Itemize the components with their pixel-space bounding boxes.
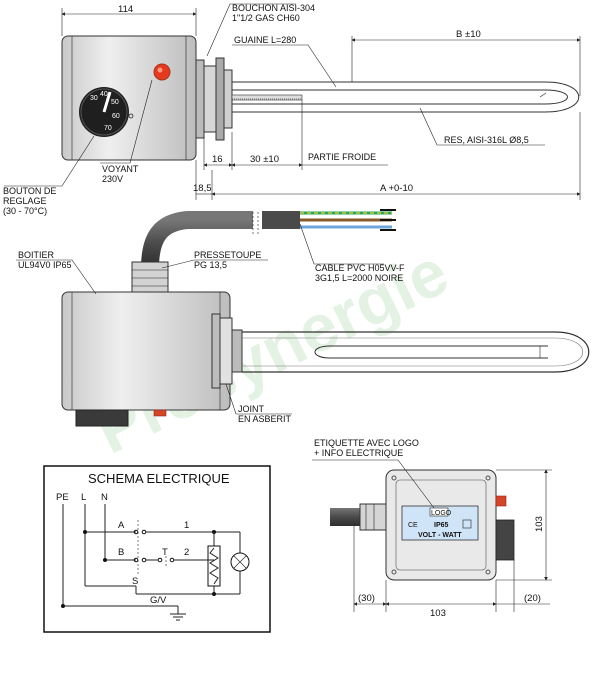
bouton-label-2: REGLAGE <box>3 196 47 206</box>
side-view: BOITIER UL94V0 IP65 PRESSETOUPE PG 13,5 … <box>16 206 590 427</box>
dim-103-horizontal: 103 <box>430 608 446 619</box>
thermostat-dial: 30 40 50 60 70 <box>79 87 129 137</box>
pressetoupe-label-2: PG 13,5 <box>194 260 227 270</box>
electrical-schema: SCHEMA ELECTRIQUE PE L N A B S T 1 2 <box>43 465 271 633</box>
dim-18-5: 18,5 <box>193 183 212 194</box>
cable <box>141 211 254 269</box>
volt-watt-text: VOLT - WATT <box>418 532 462 539</box>
guaine-label: GUAINE L=280 <box>234 35 296 45</box>
housing-side <box>61 291 231 411</box>
cable-label-2: 3G1,5 L=2000 NOIRE <box>315 273 403 283</box>
dial-mark-70: 70 <box>104 125 112 132</box>
etiquette-label-2: + INFO ELECTRIQUE <box>314 448 403 458</box>
heating-element <box>242 331 590 373</box>
schema-b: B <box>118 547 124 558</box>
schema-two: 2 <box>184 547 189 558</box>
a-dimension: A +0-10 <box>380 183 413 194</box>
top-view: 114 30 40 50 60 70 <box>3 3 581 216</box>
dim-30: 30 ±10 <box>250 154 279 165</box>
cable-label-1: CABLE PVC H05VV-F <box>315 263 405 273</box>
pressetoupe-label-1: PRESSETOUPE <box>194 250 261 260</box>
schema-gv: G/V <box>150 595 167 606</box>
boitier-label-1: BOITIER <box>18 250 55 260</box>
dim-20-box: (20) <box>524 593 541 604</box>
bouton-label-1: BOUTON DE <box>3 186 56 196</box>
bouchon-label-2: 1"1/2 GAS CH60 <box>232 13 300 23</box>
dial-mark-40: 40 <box>100 91 108 98</box>
b-dimension: B ±10 <box>456 29 481 40</box>
dial-mark-50: 50 <box>111 99 119 106</box>
schema-title: SCHEMA ELECTRIQUE <box>88 471 230 486</box>
partie-froide-label: PARTIE FROIDE <box>308 152 376 162</box>
res-label: RES, AISI-316L Ø8,5 <box>444 135 529 145</box>
voyant-light <box>153 63 171 81</box>
schema-one: 1 <box>184 520 189 531</box>
bouton-label-3: (30 - 70°C) <box>3 206 47 216</box>
joint-label-1: JOINT <box>238 404 265 414</box>
ip65-text: IP65 <box>434 522 449 529</box>
dim-103-vertical: 103 <box>534 516 545 532</box>
dial-mark-30: 30 <box>90 95 98 102</box>
bouchon-label-1: BOUCHON AISI-304 <box>232 3 315 13</box>
schema-t: T <box>162 547 168 558</box>
housing-top <box>61 35 197 161</box>
schema-l: L <box>81 492 86 503</box>
boitier-label-2: UL94V0 IP65 <box>18 260 72 270</box>
voyant-label-1: VOYANT <box>102 164 139 174</box>
schema-pe: PE <box>56 492 69 503</box>
schema-n: N <box>101 492 108 503</box>
etiquette-label-1: ETIQUETTE AVEC LOGO <box>314 438 419 448</box>
junction-box-view: LOGO CE IP65 VOLT - WATT ETIQUETTE AVEC … <box>312 438 552 619</box>
logo-text: LOGO <box>431 510 452 517</box>
cable-gland <box>131 261 169 297</box>
schema-s: S <box>132 576 138 587</box>
voyant-label-2: 230V <box>102 174 123 184</box>
joint-flange <box>211 313 221 389</box>
schema-a: A <box>118 520 125 531</box>
ce-mark: CE <box>408 522 418 529</box>
dial-mark-60: 60 <box>112 113 120 120</box>
dim-30-box: (30) <box>358 593 375 604</box>
joint-label-2: EN ASBERIT <box>238 414 292 424</box>
dim-16: 16 <box>212 154 223 165</box>
dim-114: 114 <box>118 4 133 15</box>
